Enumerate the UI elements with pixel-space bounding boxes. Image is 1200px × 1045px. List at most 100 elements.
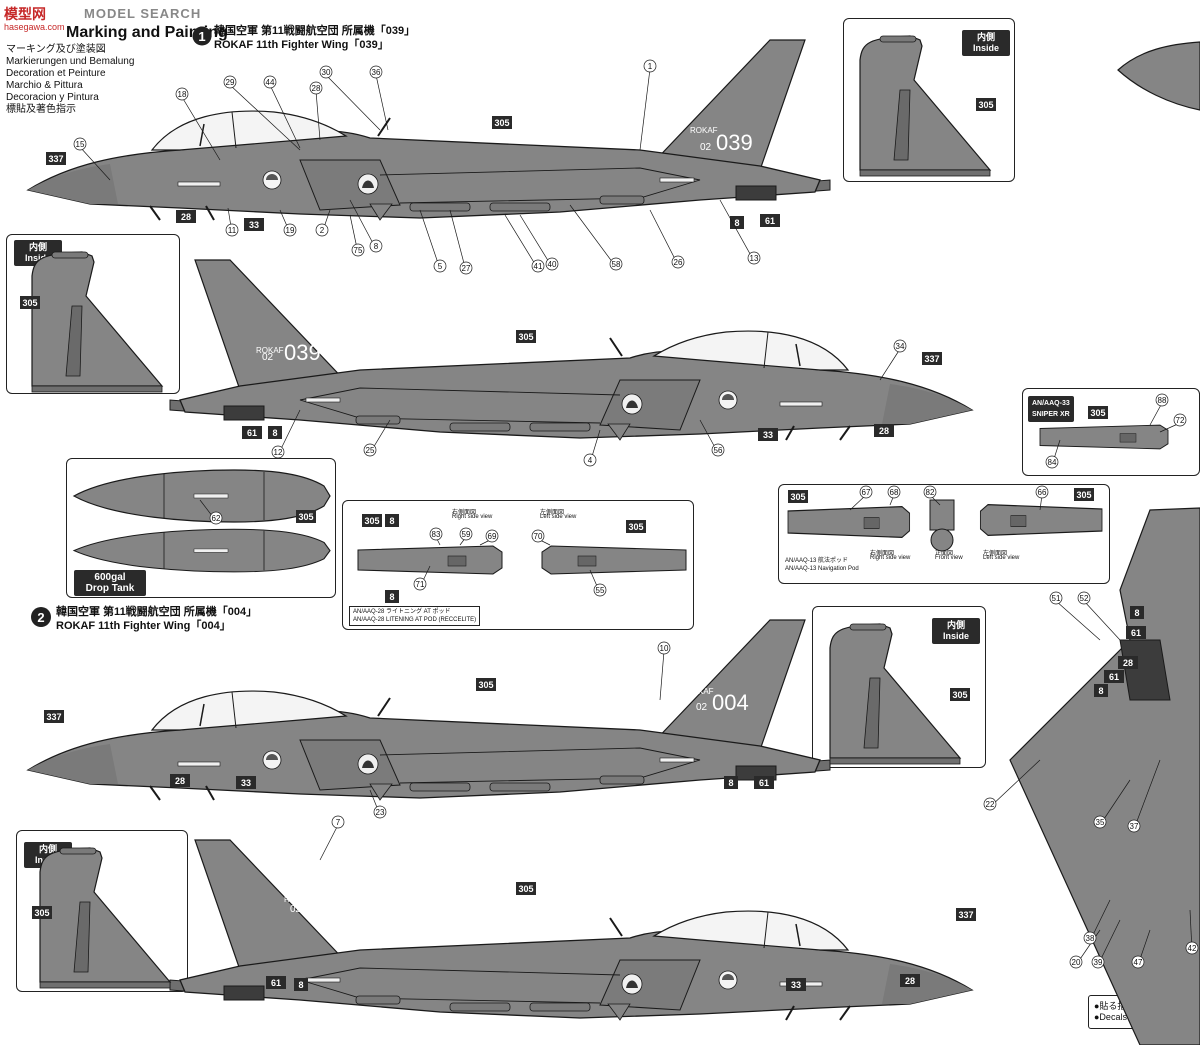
scheme-1-tail-text: ROKAF bbox=[690, 126, 718, 135]
color-code-tag: 8 bbox=[294, 978, 308, 991]
callout-22: 22 bbox=[983, 759, 1041, 811]
svg-text:20: 20 bbox=[1072, 958, 1081, 967]
color-code-tag: 305 bbox=[976, 98, 996, 111]
svg-text:56: 56 bbox=[714, 446, 723, 455]
svg-text:305: 305 bbox=[22, 298, 37, 308]
watermark-brand: 模型网 bbox=[4, 6, 46, 22]
svg-text:61: 61 bbox=[1131, 628, 1141, 638]
svg-text:7: 7 bbox=[336, 818, 341, 827]
color-code-tag: 337 bbox=[46, 152, 66, 165]
lang-line-fr: Decoration et Peinture bbox=[6, 68, 106, 79]
svg-text:305: 305 bbox=[978, 100, 993, 110]
svg-text:37: 37 bbox=[1130, 822, 1139, 831]
svg-text:22: 22 bbox=[986, 800, 995, 809]
svg-text:8: 8 bbox=[389, 516, 394, 526]
svg-text:305: 305 bbox=[952, 690, 967, 700]
partial-nose-view bbox=[1117, 41, 1200, 111]
svg-text:41: 41 bbox=[534, 262, 543, 271]
color-code-tag: 305 bbox=[32, 906, 52, 919]
svg-text:23: 23 bbox=[376, 808, 385, 817]
color-code-tag: 8 bbox=[1130, 606, 1144, 619]
color-code-tag: 33 bbox=[758, 428, 778, 441]
scheme-1-serial-prefix: 02 bbox=[700, 142, 712, 153]
callout-20: 20 bbox=[1069, 929, 1101, 969]
callout-11: 11 bbox=[225, 207, 239, 237]
scheme-2-left-view bbox=[27, 619, 831, 801]
svg-text:52: 52 bbox=[1080, 594, 1089, 603]
color-code-tag: 337 bbox=[44, 710, 64, 723]
callout-8: 8 bbox=[349, 199, 383, 253]
svg-text:55: 55 bbox=[596, 586, 605, 595]
svg-text:83: 83 bbox=[432, 530, 441, 539]
callout-66: 66 bbox=[1035, 485, 1049, 511]
watermark-site: MODEL SEARCH bbox=[84, 6, 202, 21]
svg-text:88: 88 bbox=[1158, 396, 1167, 405]
color-code-tag: 8 bbox=[730, 216, 744, 229]
color-code-tag: 8 bbox=[724, 776, 738, 789]
color-code-tag: 8 bbox=[1094, 684, 1108, 697]
litening-pod-left bbox=[541, 545, 687, 575]
callout-59: 59 bbox=[459, 527, 473, 546]
scheme-1-serial-prefix-r: 02 bbox=[262, 352, 274, 363]
scheme-2-title-en: ROKAF 11th Fighter Wing「004」 bbox=[56, 620, 231, 632]
callout-68: 68 bbox=[887, 485, 901, 506]
callout-23: 23 bbox=[369, 789, 387, 819]
callout-13: 13 bbox=[719, 199, 761, 265]
lang-line-jp: マーキング及び塗装図 bbox=[6, 44, 106, 55]
inside-fin-2 bbox=[31, 251, 163, 393]
svg-text:28: 28 bbox=[879, 426, 889, 436]
callout-25: 25 bbox=[363, 419, 391, 457]
svg-text:305: 305 bbox=[1076, 490, 1091, 500]
nav-pod-front bbox=[929, 499, 955, 552]
svg-text:8: 8 bbox=[272, 428, 277, 438]
svg-text:8: 8 bbox=[1134, 608, 1139, 618]
color-code-tag: 337 bbox=[956, 908, 976, 921]
svg-text:305: 305 bbox=[790, 492, 805, 502]
color-code-tag: 61 bbox=[242, 426, 262, 439]
svg-text:27: 27 bbox=[462, 264, 471, 273]
svg-text:33: 33 bbox=[763, 430, 773, 440]
callout-35: 35 bbox=[1093, 779, 1131, 829]
svg-text:29: 29 bbox=[226, 78, 235, 87]
color-code-tag: 305 bbox=[296, 510, 316, 523]
svg-text:33: 33 bbox=[791, 980, 801, 990]
color-code-tag: 28 bbox=[176, 210, 196, 223]
svg-text:84: 84 bbox=[1048, 458, 1057, 467]
callout-18: 18 bbox=[175, 87, 221, 161]
callout-39: 39 bbox=[1091, 919, 1121, 969]
lang-line-zh: 標貼及著色指示 bbox=[6, 104, 76, 115]
svg-text:69: 69 bbox=[488, 532, 497, 541]
scheme-1-badge: 1 bbox=[192, 26, 212, 46]
callout-42: 42 bbox=[1185, 909, 1199, 955]
svg-text:8: 8 bbox=[734, 218, 739, 228]
svg-text:305: 305 bbox=[478, 680, 493, 690]
svg-text:28: 28 bbox=[181, 212, 191, 222]
watermark-url: hasegawa.com bbox=[4, 22, 65, 32]
inside-fin-3 bbox=[829, 623, 961, 765]
scheme-2-tail-text-r: ROKAF bbox=[284, 895, 312, 904]
callout-70: 70 bbox=[531, 529, 551, 546]
svg-text:28: 28 bbox=[175, 776, 185, 786]
color-code-tag: 305 bbox=[1088, 406, 1108, 419]
svg-text:38: 38 bbox=[1086, 934, 1095, 943]
svg-text:30: 30 bbox=[322, 68, 331, 77]
callout-4: 4 bbox=[583, 429, 601, 467]
inside-fin-4 bbox=[39, 847, 171, 989]
svg-text:59: 59 bbox=[462, 530, 471, 539]
callout-88: 88 bbox=[1149, 393, 1169, 426]
color-code-tag: 8 bbox=[268, 426, 282, 439]
svg-text:10: 10 bbox=[660, 644, 669, 653]
svg-text:8: 8 bbox=[1098, 686, 1103, 696]
svg-text:305: 305 bbox=[518, 332, 533, 342]
callout-56: 56 bbox=[699, 419, 725, 457]
svg-text:75: 75 bbox=[354, 246, 363, 255]
svg-text:19: 19 bbox=[286, 226, 295, 235]
color-code-tag: 305 bbox=[362, 514, 382, 527]
litening-left-jp: 左側面図 bbox=[540, 510, 565, 516]
svg-text:26: 26 bbox=[674, 258, 683, 267]
callout-15: 15 bbox=[73, 137, 111, 181]
callout-28: 28 bbox=[309, 81, 323, 141]
scheme-2-title-jp: 韓国空軍 第11戦闘航空団 所属機「004」 bbox=[56, 606, 258, 618]
